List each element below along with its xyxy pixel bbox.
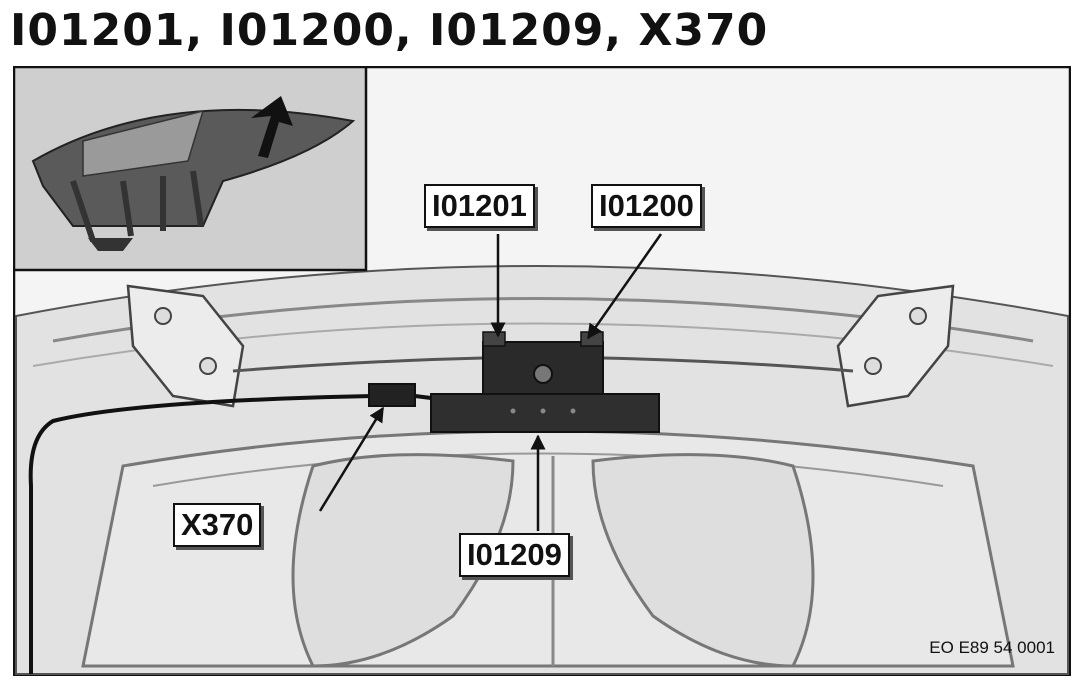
inset-hood-base xyxy=(88,238,133,251)
left-release-cable xyxy=(232,356,484,373)
hood-lock-latch xyxy=(533,364,553,384)
callout-x370: X370 xyxy=(173,503,262,547)
diagram-title: I01201, I01200, I01209, X370 xyxy=(10,5,769,56)
lock-switch-left xyxy=(482,331,506,347)
hood-diagram: I01201 I01200 I01209 X370 EO E89 54 0001 xyxy=(13,66,1071,676)
callout-i01200: I01200 xyxy=(591,184,702,228)
wiring-harness xyxy=(28,394,374,674)
right-hinge-bolt xyxy=(864,357,882,375)
right-hinge-bolt xyxy=(909,307,927,325)
inner-frame-ridge xyxy=(152,452,944,487)
left-pocket xyxy=(291,453,515,668)
right-release-cable xyxy=(602,356,854,373)
left-hinge-bolt xyxy=(199,357,217,375)
left-hinge-bolt xyxy=(154,307,172,325)
sensor-bar-screw xyxy=(510,408,516,414)
sensor-bar-screw xyxy=(540,408,546,414)
right-pocket xyxy=(591,453,815,668)
inset-arrow-icon xyxy=(251,96,293,158)
figure-code: EO E89 54 0001 xyxy=(929,638,1055,657)
inset-hood-struts xyxy=(70,170,204,242)
callout-i01209: I01209 xyxy=(459,533,570,577)
inset-hood-window xyxy=(82,109,205,177)
leader-line-i01200 xyxy=(586,233,663,340)
connector-x370 xyxy=(368,383,416,407)
leader-line-x370 xyxy=(318,406,385,512)
hood-illustration xyxy=(13,66,1071,676)
callout-i01201: I01201 xyxy=(424,184,535,228)
sensor-bar-screw xyxy=(570,408,576,414)
sensor-bar xyxy=(430,393,660,433)
connector-lead xyxy=(414,394,432,400)
